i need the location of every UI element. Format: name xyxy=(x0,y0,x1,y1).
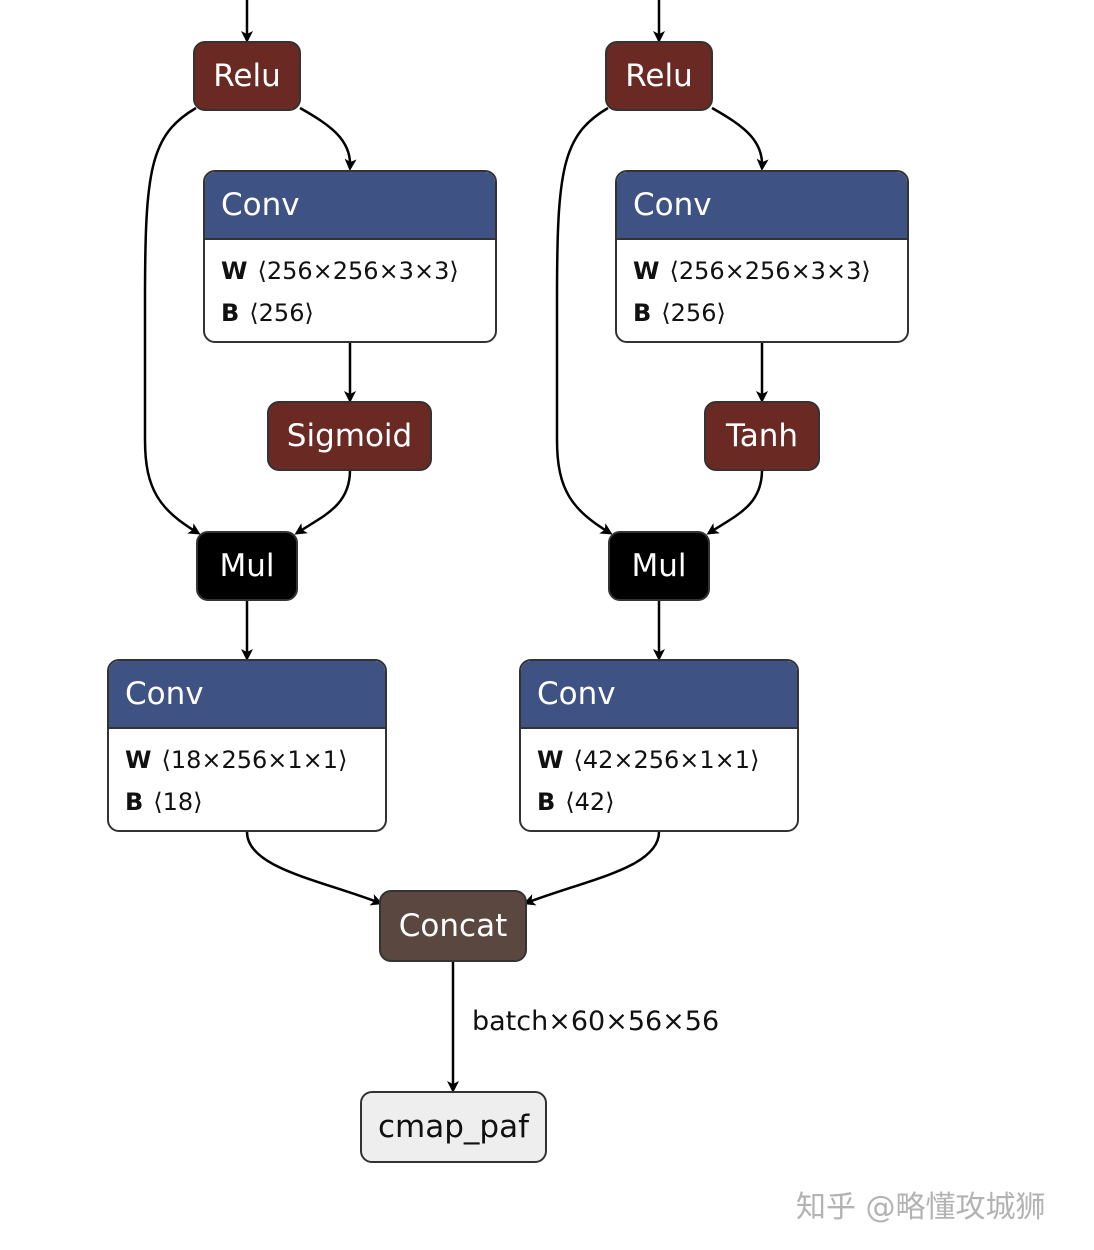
weight-label: W xyxy=(221,257,248,285)
weight-shape: ⟨18×256×1×1⟩ xyxy=(161,746,348,774)
conv-node-gate-left[interactable]: Conv W ⟨256×256×3×3⟩ B ⟨256⟩ xyxy=(203,170,497,343)
tanh-node[interactable]: Tanh xyxy=(704,401,820,471)
conv-node-title: Conv xyxy=(109,661,385,729)
weight-shape: ⟨256×256×3×3⟩ xyxy=(257,257,459,285)
bias-attribute: B ⟨256⟩ xyxy=(221,292,479,334)
weight-attribute: W ⟨256×256×3×3⟩ xyxy=(633,250,891,292)
relu-node-right[interactable]: Relu xyxy=(605,41,713,111)
bias-shape: ⟨42⟩ xyxy=(565,788,615,816)
conv-node-title: Conv xyxy=(521,661,797,729)
weight-label: W xyxy=(537,746,564,774)
sigmoid-node[interactable]: Sigmoid xyxy=(267,401,432,471)
weight-shape: ⟨42×256×1×1⟩ xyxy=(573,746,760,774)
edge-relu-right-to-conv-gate-right xyxy=(711,106,769,171)
edge-relu-right-to-mul-right xyxy=(555,106,613,535)
bias-label: B xyxy=(537,788,556,816)
conv-node-out-right[interactable]: Conv W ⟨42×256×1×1⟩ B ⟨42⟩ xyxy=(519,659,799,832)
bias-attribute: B ⟨18⟩ xyxy=(125,781,369,823)
bias-attribute: B ⟨256⟩ xyxy=(633,292,891,334)
bias-shape: ⟨256⟩ xyxy=(249,299,314,327)
edge-relu-left-to-mul-left xyxy=(143,106,201,535)
bias-shape: ⟨18⟩ xyxy=(153,788,203,816)
bias-label: B xyxy=(125,788,144,816)
output-node-cmap-paf[interactable]: cmap_paf xyxy=(360,1091,547,1163)
bias-attribute: B ⟨42⟩ xyxy=(537,781,781,823)
edge-relu-left-to-conv-gate-left xyxy=(299,106,357,171)
edge-conv-out-left-to-concat xyxy=(245,831,383,906)
conv-node-title: Conv xyxy=(205,172,495,240)
concat-node[interactable]: Concat xyxy=(379,890,527,962)
conv-node-title: Conv xyxy=(617,172,907,240)
output-shape-label: batch×60×56×56 xyxy=(472,1006,720,1037)
weight-attribute: W ⟨18×256×1×1⟩ xyxy=(125,739,369,781)
relu-node-left[interactable]: Relu xyxy=(193,41,301,111)
edge-conv-out-right-to-concat xyxy=(523,831,661,906)
weight-attribute: W ⟨42×256×1×1⟩ xyxy=(537,739,781,781)
weight-shape: ⟨256×256×3×3⟩ xyxy=(669,257,871,285)
edge-sigmoid-to-mul-left xyxy=(294,469,352,535)
conv-node-out-left[interactable]: Conv W ⟨18×256×1×1⟩ B ⟨18⟩ xyxy=(107,659,387,832)
weight-label: W xyxy=(125,746,152,774)
bias-shape: ⟨256⟩ xyxy=(661,299,726,327)
mul-node-right[interactable]: Mul xyxy=(608,531,710,601)
bias-label: B xyxy=(221,299,240,327)
weight-label: W xyxy=(633,257,660,285)
conv-node-gate-right[interactable]: Conv W ⟨256×256×3×3⟩ B ⟨256⟩ xyxy=(615,170,909,343)
weight-attribute: W ⟨256×256×3×3⟩ xyxy=(221,250,479,292)
mul-node-left[interactable]: Mul xyxy=(196,531,298,601)
watermark-text: 知乎 @略懂攻城狮 xyxy=(796,1190,1046,1225)
bias-label: B xyxy=(633,299,652,327)
edge-tanh-to-mul-right xyxy=(706,469,764,535)
